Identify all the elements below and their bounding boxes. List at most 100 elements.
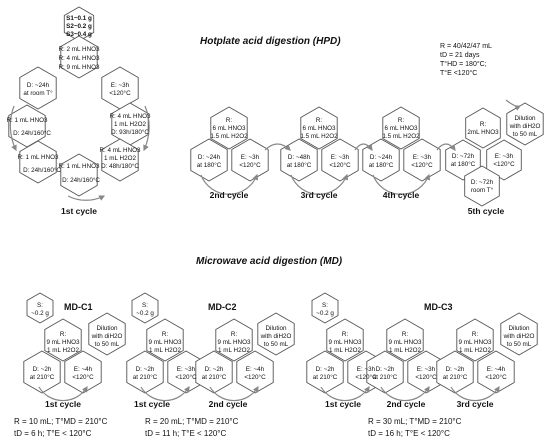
md-c1-cycle-label: 1st cycle (45, 399, 81, 409)
md-c1-hno3: 9 mL HNO3 (46, 339, 80, 346)
c1-reagent-1: R: 2 mL HNO3 (58, 46, 100, 53)
md-c2-c2-h2o2: 1 mL H2O2 (218, 347, 250, 354)
hex-md-c3-dilution (500, 312, 538, 356)
md-c3-sample-mass: ~0.2 g (316, 310, 334, 317)
md-c3-param-time: tD = 16 h; T°E < 120°C (368, 429, 450, 438)
md-c2-c2-digestion: D: ~2h (204, 366, 224, 373)
md-c3-c2-digestion-temp: at 210°C (372, 374, 398, 381)
md-c1-sample-mass: ~0.2 g (31, 310, 49, 317)
c1-h2o2-right: 1 mL H2O2 (114, 121, 146, 128)
hex-c5-evaporation (486, 139, 522, 181)
hex-c2-evaporation (231, 138, 269, 182)
arrow-c1-left (9, 105, 17, 152)
arrow-md-c3-3-cycle (450, 385, 500, 402)
md-c3-c3-hno3: 9 mL HNO3 (458, 339, 492, 346)
md-c3-c3-h2o2: 1 mL H2O2 (459, 347, 491, 354)
hex-md-c2-c1-reagent (146, 318, 184, 362)
arrow-md-c2-1-cycle (140, 385, 190, 402)
md-c3-cycle-label-3: 3rd cycle (456, 399, 494, 409)
c4-evaporation: E: ~3h (412, 154, 432, 161)
md-c2-c1-digestion: D: ~2h (135, 366, 155, 373)
md-c3-c1-reagent-head: R: (341, 331, 349, 338)
hex-md-c3-c2-reagent (386, 318, 424, 362)
md-c1-dilution-volume: to 50 mL (94, 341, 120, 348)
arrow-hpd-link-2 (354, 143, 373, 151)
md-c2-sample-head: S: (142, 302, 148, 309)
c1-reagent-right2: R: 4 mL HNO3 (99, 147, 141, 154)
hex-md-c3-c3-reagent (456, 318, 494, 362)
md-c3-sample-head: S: (322, 302, 328, 309)
hpd-title: Hotplate acid digestion (HPD) (200, 36, 341, 47)
c2-h2o2: 1.5 mL H2O2 (210, 133, 248, 140)
c3-evaporation: E: ~3h (330, 154, 350, 161)
c1-digestion-left: D: 24h/160°C (13, 130, 51, 137)
c1-reagent-2: R: 4 mL HNO3 (58, 55, 100, 62)
c5-evaporation-temp: <120°C (493, 161, 515, 168)
c2-evaporation-temp: <120°C (239, 162, 261, 169)
c1-reagent-right: R: 4 mL HNO3 (109, 113, 151, 120)
c1-digestion-bottom: D: 24h/160°C (62, 177, 100, 184)
c4-hno3: 6 mL HNO3 (384, 125, 418, 132)
md-c3-cycle-label-2: 2nd cycle (386, 399, 426, 409)
c1-reagent-left2: R: 1 mL HNO3 (17, 154, 59, 161)
hex-c4-evaporation (403, 138, 441, 182)
sample-s3: S3~0.4 g (66, 31, 92, 38)
md-c2-c1-evaporation: E: ~3h (176, 366, 196, 373)
md-c2-c1-reagent-head: R: (161, 331, 169, 338)
arrow-c2-cycle (200, 173, 259, 195)
c1-digestion-right: D: 93h/180°C (111, 129, 149, 136)
md-c3-c3-evaporation-temp: <120°C (485, 374, 507, 381)
hex-c3-evaporation (321, 138, 359, 182)
c1-digestion-room: D: ~24h (26, 82, 50, 89)
hex-c1-digestion-left (19, 66, 57, 110)
c4-reagent-head: R: (397, 117, 405, 124)
md-c1-title: MD-C1 (64, 302, 93, 312)
c1-digestion-left2: D: 24h/160°C (23, 167, 61, 174)
md-c2-c1-digestion-temp: at 210°C (132, 374, 158, 381)
md-c3-dilution: Dilution (508, 325, 530, 332)
c5-cycle-label: 5th cycle (467, 206, 505, 216)
arrow-md-c3-1-cycle (320, 385, 370, 402)
md-c1-dilution-with: with diH2O (91, 333, 123, 340)
hex-md-c2-sample (131, 292, 159, 324)
md-c3-c3-digestion: D: ~2h (445, 366, 465, 373)
hex-md-c1-dilution (88, 312, 126, 356)
md-c2-title: MD-C2 (208, 302, 237, 312)
hex-md-c2-c2-reagent (215, 318, 253, 362)
md-c1-dilution: Dilution (96, 325, 118, 332)
c3-hno3: 6 mL HNO3 (302, 125, 336, 132)
c1-reagent-3: R: 9 mL HNO3 (58, 64, 100, 71)
c4-digestion-temp: at 180°C (368, 162, 394, 169)
md-c3-param-volume: R = 30 mL; T°MD = 210°C (368, 417, 462, 426)
c3-reagent-head: R: (315, 117, 323, 124)
md-c3-c2-hno3: 9 mL HNO3 (388, 339, 422, 346)
hex-c2-digestion (190, 138, 228, 182)
md-c3-c2-evaporation-temp: <120°C (415, 374, 437, 381)
c3-digestion-temp: at 180°C (286, 162, 312, 169)
md-c1-reagent-head: R: (59, 331, 67, 338)
hex-md-c1-reagent (44, 318, 82, 362)
c5-dilution-volume: to 50 mL (512, 131, 538, 138)
c1-h2o2-right2: 1 mL H2O2 (104, 155, 136, 162)
md-c3-c2-digestion: D: ~2h (375, 366, 395, 373)
md-c2-dilution-with: with diH2O (260, 333, 292, 340)
hex-c1-reagent-left (8, 104, 46, 148)
c5-hno3: 2mL HNO3 (467, 129, 499, 136)
md-c2-param-volume: R = 20 mL; T°MD = 210°C (145, 417, 239, 426)
md-c1-digestion: D: ~2h (32, 366, 52, 373)
md-c3-c3-evaporation: E: ~4h (486, 366, 506, 373)
hex-c1-reagent-bottom (60, 153, 98, 197)
c1-reagent-left: R: 1 mL HNO3 (6, 117, 48, 124)
md-c2-c1-hno3: 9 mL HNO3 (148, 339, 182, 346)
hex-md-c2-c2-evaporation (236, 350, 274, 394)
md-c3-c1-digestion-temp: at 210°C (312, 374, 338, 381)
md-c2-c2-digestion-temp: at 210°C (201, 374, 227, 381)
hex-md-c3-sample (311, 292, 339, 324)
hpd-param-temp-hd: T°HD = 180°C; (440, 61, 487, 68)
c5-dilution-with: with diH2O (509, 123, 541, 130)
md-c2-c1-h2o2: 1 mL H2O2 (149, 347, 181, 354)
c3-cycle-label: 3rd cycle (300, 190, 338, 200)
arrow-c1-cycle (67, 195, 106, 201)
hex-md-c2-dilution (257, 312, 295, 356)
